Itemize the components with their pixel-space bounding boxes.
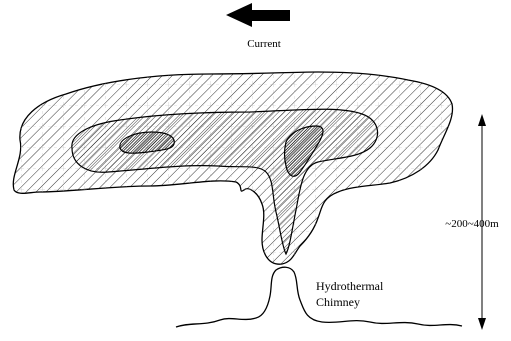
chimney-label-line2: Chimney (316, 295, 360, 309)
current-arrow-icon (226, 3, 290, 27)
plume-outer-grid (13, 72, 452, 264)
height-label: ~200~400m (445, 218, 499, 230)
current-label: Current (247, 38, 281, 50)
chimney-label-line1: Hydrothermal (316, 279, 384, 293)
